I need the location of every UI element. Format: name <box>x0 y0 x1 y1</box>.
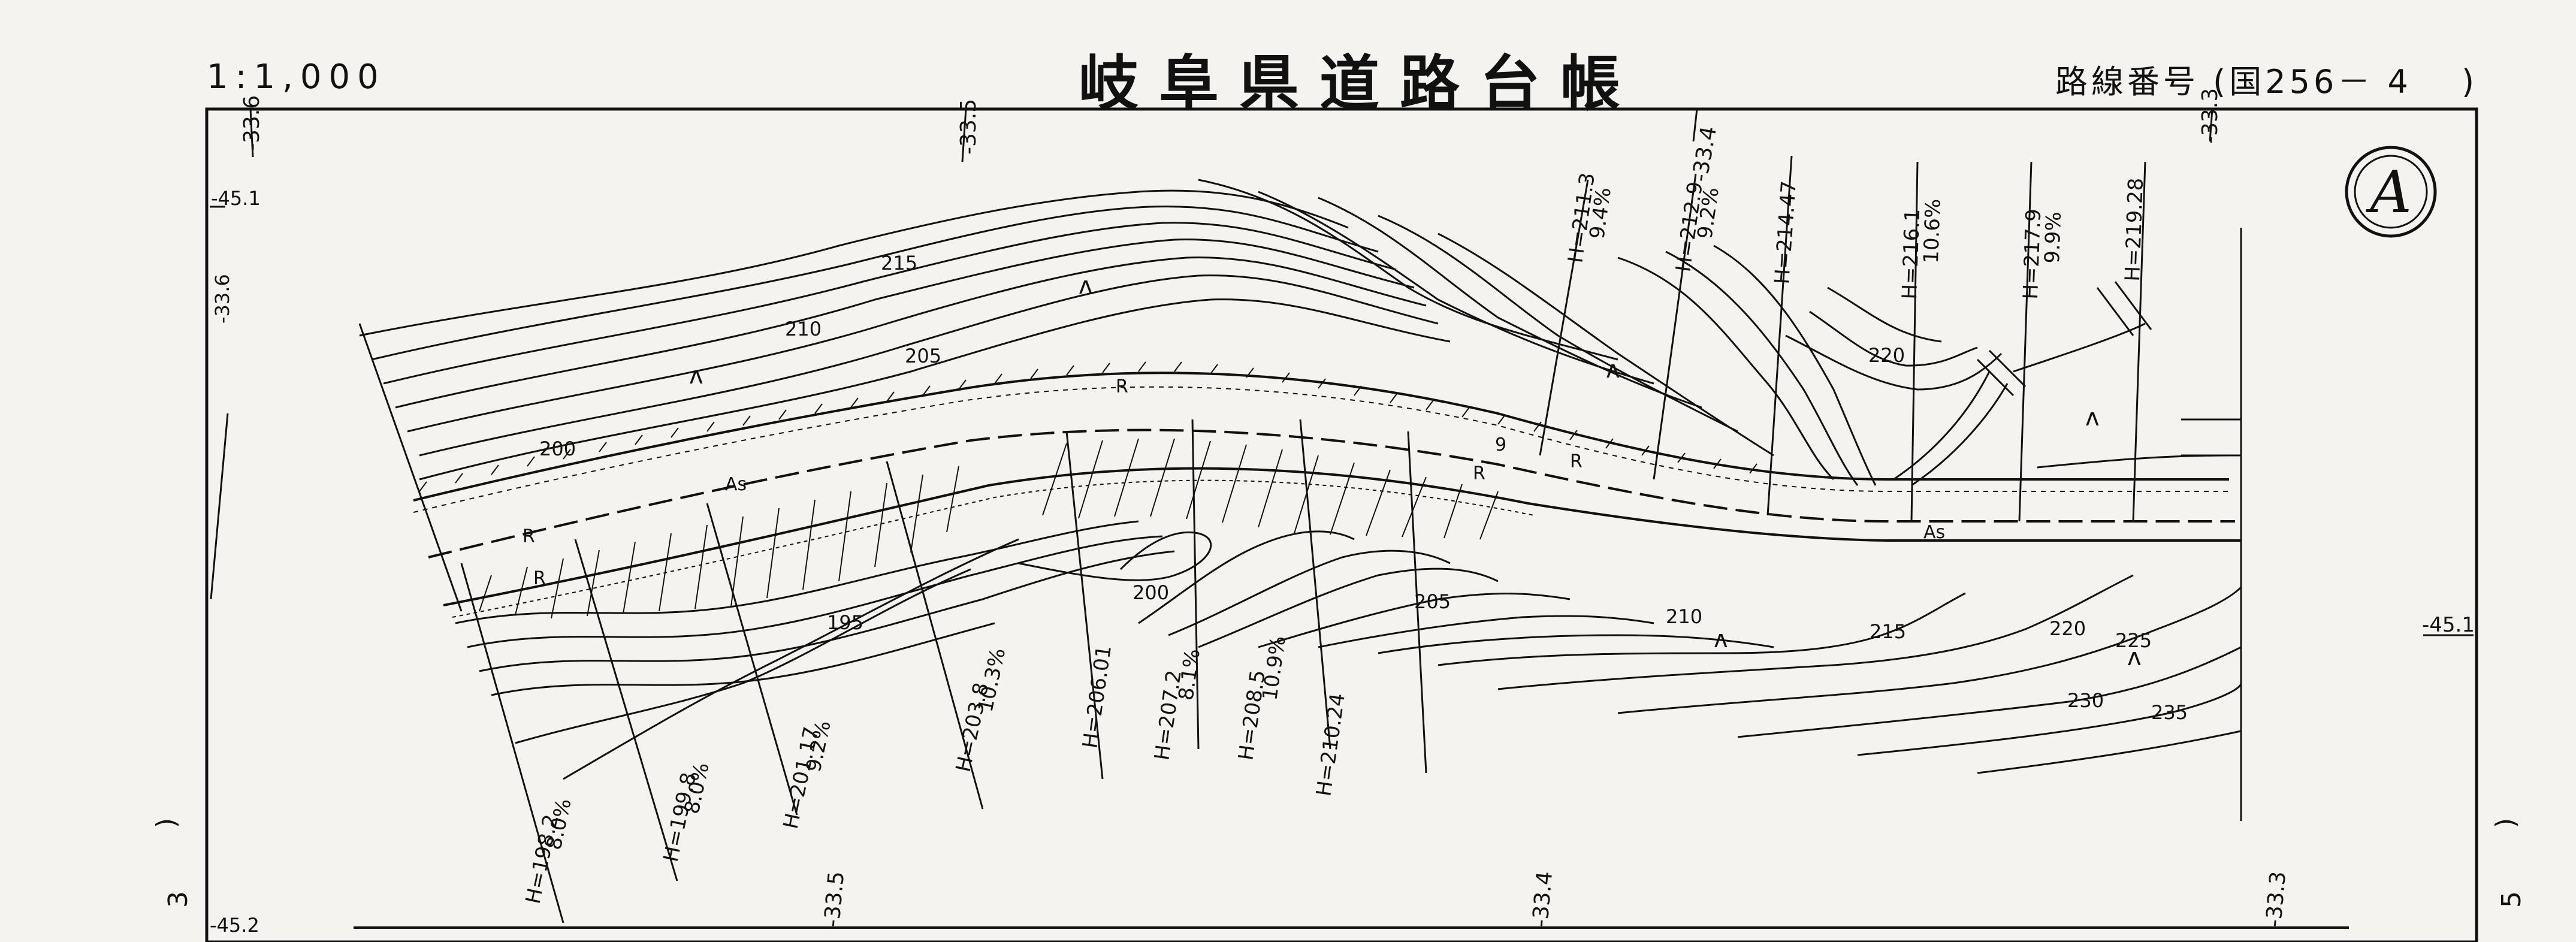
contour-label-195: 195 <box>827 611 863 634</box>
station-h-8: H=210.24 <box>1312 692 1350 798</box>
north-arrow-icon: A <box>2345 146 2437 238</box>
grid-label-top-4: -33.3 <box>2198 88 2222 144</box>
contour-label-225: 225 <box>2115 629 2152 652</box>
grid-label-bottom-2: -33.4 <box>1528 870 1557 928</box>
road-marker-r3: R <box>1116 376 1128 397</box>
road-surface-label-east: As <box>1923 522 1945 543</box>
contour-label-210: 210 <box>785 318 822 340</box>
grid-label-bottom-1: -33.5 <box>820 870 849 928</box>
grid-label-left-2: -33.6 <box>211 274 234 324</box>
contour-label-235: 235 <box>2151 701 2188 724</box>
route-number-value: (国256－ 4 ) <box>2213 63 2478 101</box>
station-h-11: H=214.47 <box>1770 180 1801 285</box>
road-marker-9: 9 <box>1495 434 1506 455</box>
forest-symbol-1: ʌ <box>689 362 703 390</box>
road-marker-r1: R <box>523 526 535 547</box>
station-grade-6: 8.1% <box>1174 647 1205 702</box>
grid-label-top-1: -33.6 <box>240 95 264 151</box>
road-marker-r2: R <box>533 568 546 589</box>
station-h-14: H=219.28 <box>2121 177 2148 282</box>
station-h-13: H=217.9 <box>2019 209 2046 300</box>
contour-label-200-south: 200 <box>1133 581 1169 604</box>
grid-label-left-3: -45.2 <box>210 914 259 937</box>
sheet-left-number: 3 <box>163 891 194 908</box>
svg-text:A: A <box>2365 159 2411 226</box>
forest-symbol-4: ʌ <box>2085 404 2100 431</box>
grid-label-top-2: -33.5 <box>956 99 981 155</box>
sheet-right-paren: ) <box>2490 818 2521 828</box>
contour-label-215: 215 <box>881 252 917 274</box>
grid-ticks <box>210 108 2474 636</box>
grid-label-right-1: -45.1 <box>2422 613 2475 637</box>
road-marker-r4: R <box>1473 463 1485 484</box>
station-grade-4: 10.3% <box>974 646 1011 714</box>
station-h-5: H=206.01 <box>1078 644 1116 750</box>
contour-label-220: 220 <box>1868 344 1905 367</box>
station-h-12: H=216.1 <box>1898 209 1925 300</box>
contour-label-215-south: 215 <box>1870 620 1906 643</box>
contour-label-210-south: 210 <box>1666 605 1702 628</box>
page-title: 岐阜県道路台帳 <box>1079 49 1641 119</box>
scale-label: 1:1,000 <box>207 58 386 96</box>
grid-label-left-1: -45.1 <box>211 187 261 210</box>
road-surface-label: As <box>725 474 747 495</box>
slope-hatching <box>419 361 1757 619</box>
station-lines <box>460 155 2146 923</box>
north-contours <box>359 179 2003 486</box>
forest-symbol-6: ʌ <box>2127 644 2142 671</box>
station-grade-2: 8.0% <box>680 760 714 816</box>
station-grade-12: 10.6% <box>1919 198 1946 264</box>
forest-symbol-3: ʌ <box>1606 356 1620 384</box>
station-grade-1: 8.0% <box>542 796 576 852</box>
south-contours <box>455 520 2242 780</box>
contour-label-220-south: 220 <box>2049 617 2086 640</box>
forest-symbol-2: ʌ <box>1079 272 1093 300</box>
route-number-label: 路線番号 <box>2055 63 2199 101</box>
map-frame <box>205 107 2478 942</box>
forest-symbol-5: ʌ <box>1714 626 1728 653</box>
road-marker-r5: R <box>1570 451 1583 472</box>
contour-label-205: 205 <box>905 345 941 367</box>
station-grade-13: 9.9% <box>2040 212 2066 264</box>
route-number: 路線番号 (国256－ 4 ) <box>2055 55 2478 102</box>
grid-label-top-3: -33.4 <box>1687 125 1722 184</box>
side-road <box>1893 281 2242 487</box>
contour-label-200: 200 <box>539 437 576 460</box>
station-grade-7: 10.9% <box>1258 635 1291 702</box>
contour-label-205-south: 205 <box>1414 590 1451 613</box>
contour-label-230: 230 <box>2067 689 2104 712</box>
sheet-left-paren: ) <box>151 818 182 828</box>
grid-label-bottom-3: -33.3 <box>2261 870 2291 928</box>
sheet-right-number: 5 <box>2496 891 2527 908</box>
